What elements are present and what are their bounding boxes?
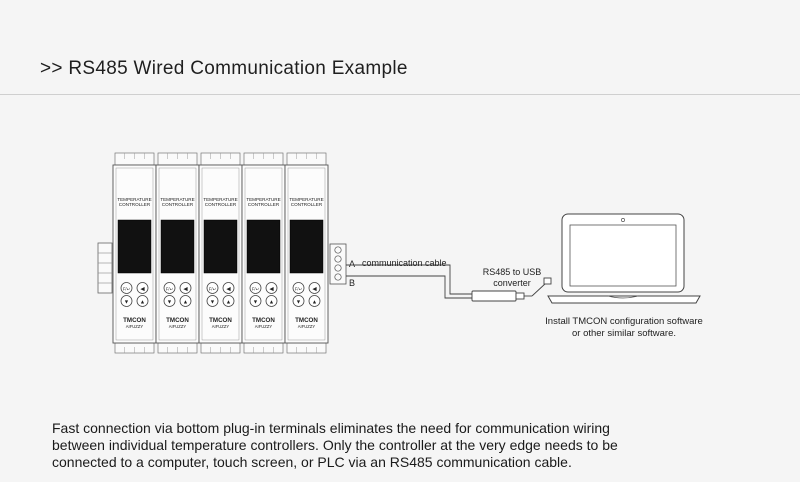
controller-key [120,282,133,294]
wiring-diagram: TEMPERATURECONTROLLERF/↵◀▼▲TMCONAIFUZZYT… [97,152,703,354]
right-terminal-block [329,243,347,285]
display-screen [117,219,152,274]
terminal-b-label: B [349,278,355,288]
controller-key [292,282,305,294]
controller-key [292,295,305,307]
arrow-key-icon: ▲ [269,299,274,305]
controller-key [136,295,149,307]
controller-key [222,282,235,294]
controller-key [206,282,219,294]
arrow-key-icon: ▼ [253,299,258,305]
arrow-key-icon: ▼ [210,299,215,305]
brand-logo: TMCON [166,317,189,324]
controller-key [163,282,176,294]
brand-logo: TMCON [252,317,275,324]
controller-label: TEMPERATURE [160,197,194,202]
arrow-key-icon: ▲ [140,299,145,305]
brand-logo: TMCON [295,317,318,324]
controller-label: CONTROLLER [205,202,237,207]
brand-logo: TMCON [123,317,146,324]
function-key-label: F/↵ [252,286,259,291]
function-key-label: F/↵ [295,286,302,291]
controller-label: TEMPERATURE [246,197,280,202]
display-screen [203,219,238,274]
arrow-key-icon: ▲ [183,299,188,305]
function-key-label: F/↵ [209,286,216,291]
controller-label: TEMPERATURE [117,197,151,202]
controller-key [120,295,133,307]
left-terminal-block [97,242,113,294]
controller-key [265,295,278,307]
arrow-key-icon: ▲ [226,299,231,305]
description-line: connected to a computer, touch screen, o… [52,454,572,470]
arrow-key-icon: ◀ [140,286,145,292]
function-key-label: F/↵ [123,286,130,291]
communication-cable [346,264,472,299]
sub-brand: AIFUZZY [255,324,273,329]
terminal-a-label: A [349,259,355,269]
arrow-key-icon: ▼ [167,299,172,305]
controller-label: TEMPERATURE [289,197,323,202]
display-screen [246,219,281,274]
sub-brand: AIFUZZY [169,324,187,329]
controller-key [206,295,219,307]
page-title: >> RS485 Wired Communication Example [40,58,408,79]
sub-brand: AIFUZZY [298,324,316,329]
controller-key [163,295,176,307]
controller-key [179,282,192,294]
controller-key [222,295,235,307]
display-screen [289,219,324,274]
software-note-line1: Install TMCON configuration software [545,316,703,327]
controller-label: CONTROLLER [291,202,323,207]
arrow-key-icon: ◀ [183,286,188,292]
controller-key [308,295,321,307]
display-screen [160,219,195,274]
brand-logo: TMCON [209,317,232,324]
sub-brand: AIFUZZY [126,324,144,329]
laptop-icon [547,213,701,304]
controller-key [265,282,278,294]
controller-label: TEMPERATURE [203,197,237,202]
software-note-line2: or other similar software. [572,328,676,339]
controller-row: TEMPERATURECONTROLLERF/↵◀▼▲TMCONAIFUZZYT… [112,152,329,354]
header: >> RS485 Wired Communication Example [0,0,800,95]
converter-label-line1: RS485 to USB [483,267,542,277]
controller-label: CONTROLLER [162,202,194,207]
arrow-key-icon: ◀ [269,286,274,292]
controller-label: CONTROLLER [248,202,280,207]
arrow-key-icon: ◀ [226,286,231,292]
arrow-key-icon: ▲ [312,299,317,305]
converter-label-line2: converter [493,278,531,288]
controller-key [249,282,262,294]
controller-label: CONTROLLER [119,202,151,207]
function-key-label: F/↵ [166,286,173,291]
description-line: Fast connection via bottom plug-in termi… [52,420,610,436]
controller-key [308,282,321,294]
controller-key [179,295,192,307]
description: Fast connection via bottom plug-in termi… [52,420,772,471]
cable-label: communication cable [362,258,447,268]
sub-brand: AIFUZZY [212,324,230,329]
arrow-key-icon: ▼ [124,299,129,305]
controller-key [249,295,262,307]
description-line: between individual temperature controlle… [52,437,618,453]
arrow-key-icon: ◀ [312,286,317,292]
controller-key [136,282,149,294]
usb-converter [471,277,552,302]
arrow-key-icon: ▼ [296,299,301,305]
